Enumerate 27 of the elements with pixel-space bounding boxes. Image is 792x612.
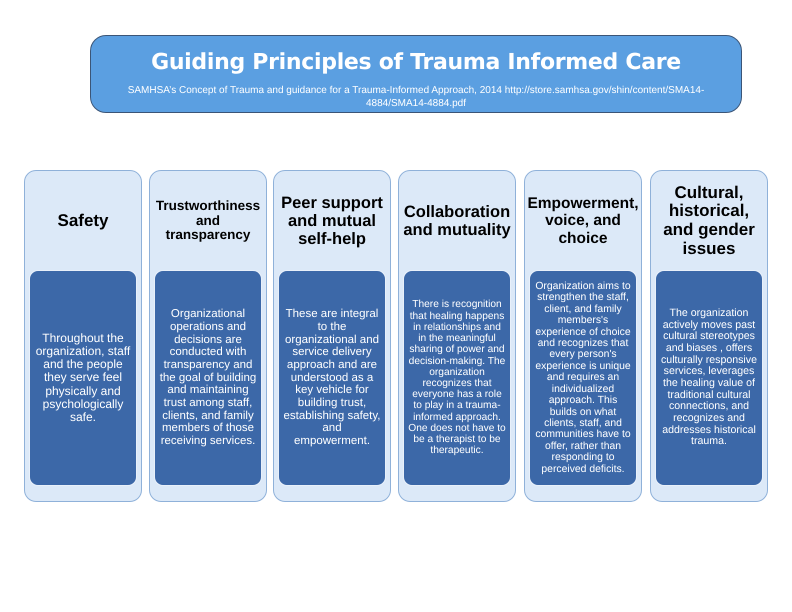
principle-heading: Collaboration and mutuality [402, 202, 512, 240]
description-text: Throughout the organization, staff and the people they serve feel physically and psychologically safe. [34, 332, 132, 424]
principle-card [524, 170, 642, 502]
description-panel [278, 270, 386, 486]
principle-heading: Peer support and mutual self-help [280, 194, 384, 248]
principle-card [149, 170, 267, 502]
title-banner [90, 35, 742, 113]
description-text: These are integral to the organizational and service delivery approach and are understood as a key vehicle for building trust, establishing safety, and empowerment. [283, 308, 381, 448]
principle-heading: Safety [57, 212, 109, 230]
title-heading: Guiding Principles of Trauma Informed Care [151, 50, 681, 76]
principle-card [24, 170, 142, 502]
description-panel [403, 270, 511, 486]
source-citation: SAMHSA’s Concept of Trauma and guidance for a Trauma-Informed Approach, 2014 http://store.samhsa.gov/shin/content/SMA14-4884/SMA14-4884.pdf [126, 85, 706, 110]
principle-heading: Trustworthiness and transparency [154, 198, 262, 244]
principle-card [398, 170, 516, 502]
description-panel [655, 270, 763, 486]
principle-heading: Cultural, historical, and gender issues [662, 184, 756, 258]
description-text: Organizational operations and decisions are conducted with transparency and the goal of building and maintaining trust among staff, clients, and family members of those receiving services. [159, 308, 257, 448]
description-panel [154, 270, 262, 486]
description-text: The organization actively moves past cultural stereotypes and biases , offers culturally responsive services, leverages the healing value of traditional cultural connections, and recognizes and addresses historical trauma. [660, 308, 758, 448]
description-text: Organization aims to strengthen the staff, client, and family members's experience of choice and recognizes that every person's experience is unique and requires an individualized approach. This builds on what clients, staff, and communities have to offer, rather than responding to perceived deficits. [534, 280, 632, 476]
principle-heading: Empowerment, voice, and choice [527, 195, 639, 247]
description-panel [529, 270, 637, 486]
description-text: There is recognition that healing happens in relationships and in the meaningful sharing of power and decision-making. The organization recognizes that everyone has a role to play in a trauma-informed approach. One does not have to be a therapist to be therapeutic. [408, 299, 506, 457]
principle-card [650, 170, 768, 502]
principle-card [273, 170, 391, 502]
description-panel [29, 270, 137, 486]
